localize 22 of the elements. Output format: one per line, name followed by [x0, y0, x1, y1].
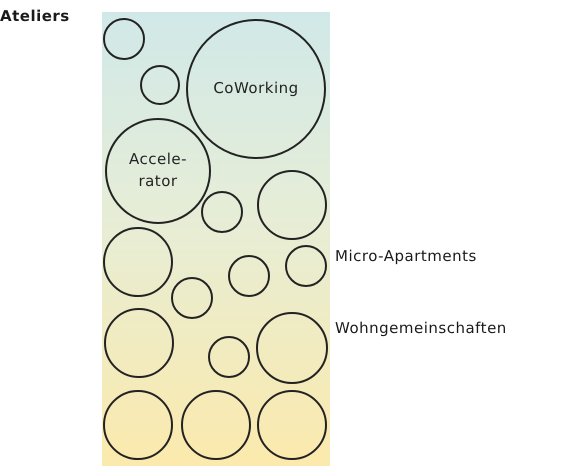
circle	[181, 390, 251, 460]
circle	[103, 18, 145, 60]
circle	[105, 118, 211, 224]
circle	[257, 170, 327, 240]
circle	[171, 277, 213, 319]
category-label: Micro-Apartments	[335, 247, 477, 265]
circle	[104, 308, 174, 378]
gradient-panel	[102, 12, 330, 466]
circle	[257, 390, 327, 460]
circle-label: Accele- rator	[128, 149, 188, 192]
circle	[103, 227, 173, 297]
circle	[140, 65, 180, 105]
circle	[228, 255, 270, 297]
circle	[103, 390, 173, 460]
circle	[285, 245, 327, 287]
circle	[201, 191, 243, 233]
category-label: Ateliers	[0, 7, 70, 25]
circle-label: CoWorking	[212, 78, 300, 100]
category-label: Wohngemeinschaften	[335, 319, 507, 337]
circle	[256, 312, 328, 384]
circle	[186, 19, 326, 159]
circle	[208, 336, 250, 378]
